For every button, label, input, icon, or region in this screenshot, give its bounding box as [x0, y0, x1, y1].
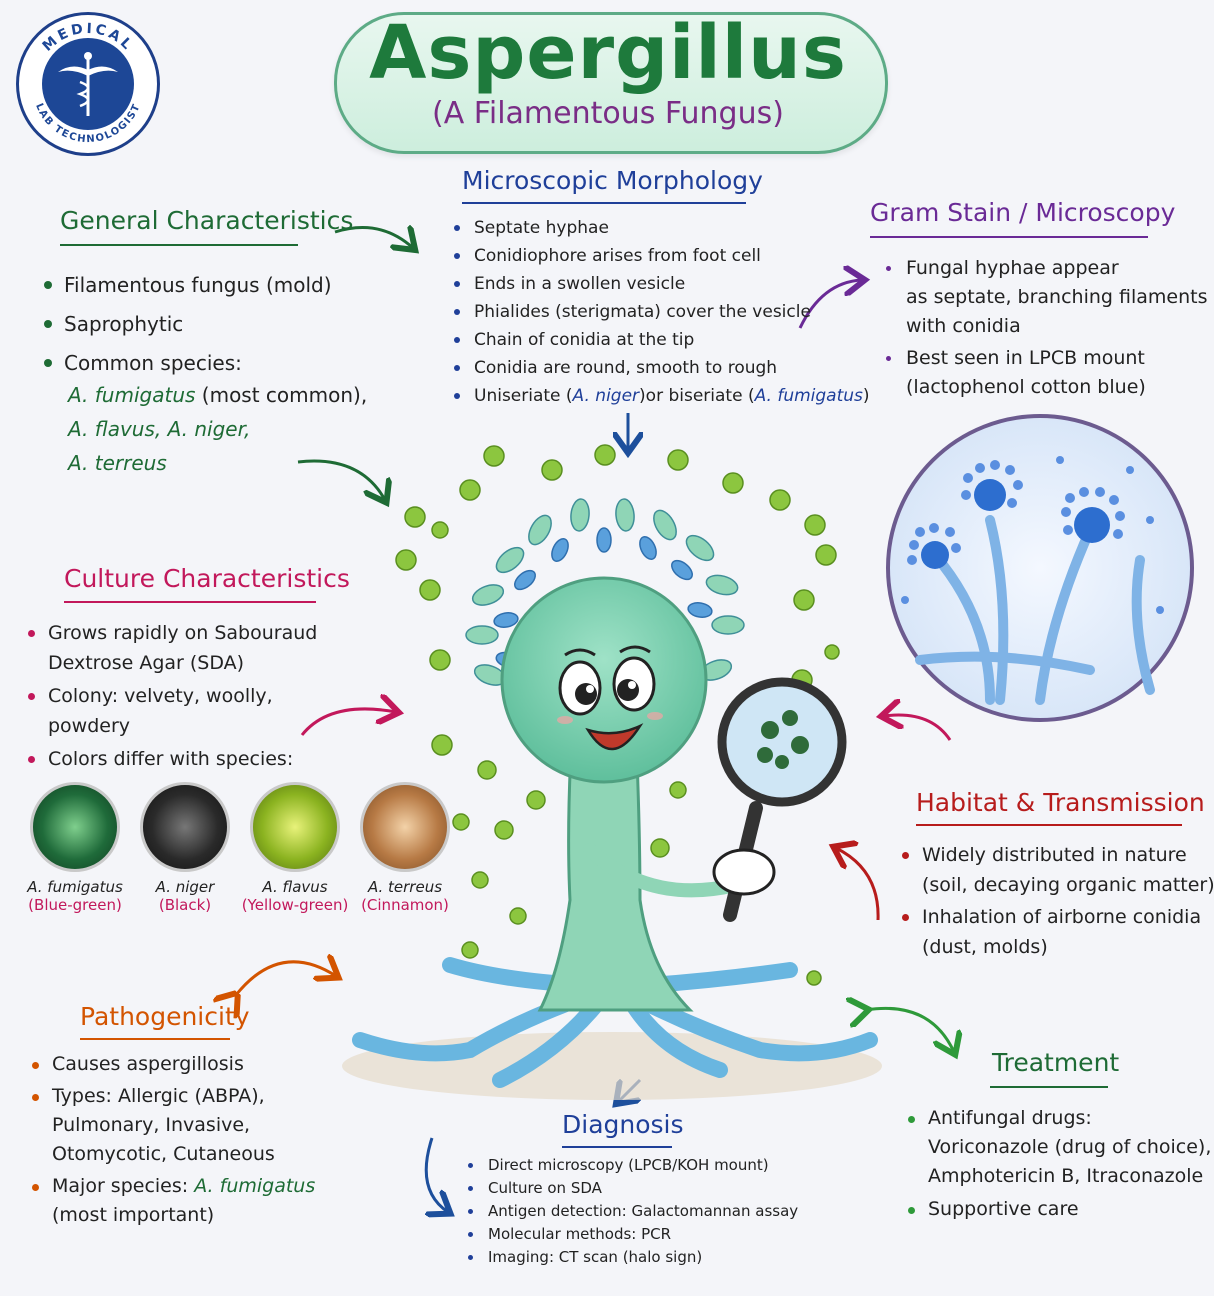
- plate-species: A. terreus: [367, 878, 443, 896]
- arrow-species: [297, 459, 385, 500]
- list-item: Common species:: [40, 344, 332, 383]
- logo: MEDICAL LAB TECHNOLOGIST: [16, 12, 160, 156]
- plate-fumigatus: A. fumigatus (Blue-green): [20, 782, 130, 914]
- culture-underline: [64, 601, 316, 603]
- list-item: Uniseriate (A. niger)or biseriate (A. fu…: [450, 382, 870, 410]
- list-item: Conidiophore arises from foot cell: [450, 242, 870, 270]
- arrow-gram: [798, 280, 862, 329]
- species-name: A. fumigatus: [68, 383, 196, 407]
- page-title: Aspergillus: [369, 10, 847, 96]
- list-item: Widely distributed in nature(soil, decay…: [898, 840, 1214, 900]
- plate-niger: A. niger (Black): [130, 782, 240, 914]
- list-item: Molecular methods: PCR: [464, 1223, 798, 1246]
- habitat-list: Widely distributed in nature(soil, decay…: [898, 840, 1214, 962]
- habitat-underline: [916, 824, 1182, 826]
- patho-list: Causes aspergillosis Types: Allergic (AB…: [28, 1050, 315, 1230]
- plate-color: (Blue-green): [28, 896, 122, 914]
- culture-plate-icon: [360, 782, 450, 872]
- list-item: Direct microscopy (LPCB/KOH mount): [464, 1154, 798, 1177]
- list-item: Phialides (sterigmata) cover the vesicle: [450, 298, 870, 326]
- diagnosis-heading: Diagnosis: [562, 1110, 684, 1139]
- gram-heading: Gram Stain / Microscopy: [870, 198, 1176, 227]
- caduceus-icon: [58, 52, 118, 116]
- list-item: Filamentous fungus (mold): [40, 266, 332, 305]
- morphology-heading: Microscopic Morphology: [462, 166, 763, 195]
- list-item: Chain of conidia at the tip: [450, 326, 870, 354]
- plate-terreus: A. terreus (Cinnamon): [350, 782, 460, 914]
- culture-heading: Culture Characteristics: [64, 564, 350, 593]
- list-item: Colony: velvety, woolly,powdery: [24, 681, 317, 741]
- list-item: Types: Allergic (ABPA),Pulmonary, Invasi…: [28, 1082, 315, 1169]
- species-note: (most common),: [195, 383, 368, 407]
- list-item: Supportive care: [904, 1195, 1211, 1224]
- arrow-diagnosis-list: [426, 1137, 448, 1212]
- plate-flavus: A. flavus (Yellow-green): [240, 782, 350, 914]
- culture-plates: A. fumigatus (Blue-green) A. niger (Blac…: [20, 782, 460, 932]
- arrow-habitat: [836, 848, 880, 921]
- arrow-microscope: [884, 715, 952, 741]
- plate-species: A. flavus: [262, 878, 328, 896]
- list-item: Major species: A. fumigatus(most importa…: [28, 1172, 315, 1230]
- list-item: Septate hyphae: [450, 214, 870, 242]
- list-item: Best seen in LPCB mount(lactophenol cott…: [882, 344, 1208, 402]
- species-name: A. terreus: [68, 451, 167, 475]
- culture-plate-icon: [30, 782, 120, 872]
- plate-species: A. niger: [155, 878, 215, 896]
- caduceus-badge: [42, 38, 134, 130]
- plate-color: (Cinnamon): [361, 896, 449, 914]
- arrow-patho: [236, 962, 336, 995]
- patho-heading: Pathogenicity: [80, 1002, 250, 1031]
- diagnosis-list: Direct microscopy (LPCB/KOH mount) Cultu…: [464, 1154, 798, 1269]
- gram-underline: [870, 236, 1148, 238]
- morphology-underline: [462, 202, 746, 204]
- patho-underline: [80, 1038, 230, 1040]
- arrow-general: [334, 228, 413, 248]
- plate-color: (Black): [158, 896, 212, 914]
- plate-color: (Yellow-green): [241, 896, 349, 914]
- title-banner: [334, 12, 888, 154]
- culture-plate-icon: [140, 782, 230, 872]
- treatment-list: Antifungal drugs:Voriconazole (drug of c…: [904, 1104, 1211, 1224]
- list-item: Causes aspergillosis: [28, 1050, 315, 1079]
- plate-species: A. fumigatus: [27, 878, 123, 896]
- culture-plate-icon: [250, 782, 340, 872]
- diagnosis-underline: [562, 1146, 672, 1148]
- list-item: Colors differ with species:: [24, 744, 317, 774]
- list-item: Conidia are round, smooth to rough: [450, 354, 870, 382]
- page-subtitle: (A Filamentous Fungus): [432, 96, 784, 131]
- magnifying-glass-icon: [712, 677, 847, 922]
- arrow-culture: [300, 709, 396, 736]
- general-list: Filamentous fungus (mold) Saprophytic Co…: [40, 266, 332, 383]
- list-item: Antigen detection: Galactomannan assay: [464, 1200, 798, 1223]
- species-list: A. fumigatus (most common), A. flavus, A…: [68, 378, 367, 480]
- list-item: Inhalation of airborne conidia(dust, mol…: [898, 902, 1214, 962]
- vesicle-head: [500, 576, 708, 784]
- treatment-heading: Treatment: [992, 1048, 1120, 1077]
- general-underline: [60, 244, 298, 246]
- list-item: Ends in a swollen vesicle: [450, 270, 870, 298]
- list-item: Imaging: CT scan (halo sign): [464, 1246, 798, 1269]
- morphology-list: Septate hyphae Conidiophore arises from …: [450, 214, 870, 410]
- list-item: Saprophytic: [40, 305, 332, 344]
- face-icon: [557, 645, 663, 751]
- microscope-view: [886, 414, 1194, 722]
- species-name: A. flavus, A. niger,: [68, 417, 251, 441]
- list-item: Culture on SDA: [464, 1177, 798, 1200]
- habitat-heading: Habitat & Transmission: [916, 788, 1205, 817]
- treatment-underline: [990, 1086, 1108, 1088]
- arrow-treatment: [866, 1008, 954, 1052]
- general-heading: General Characteristics: [60, 206, 354, 235]
- conidia-cluster: [395, 444, 840, 986]
- list-item: Antifungal drugs:Voriconazole (drug of c…: [904, 1104, 1211, 1191]
